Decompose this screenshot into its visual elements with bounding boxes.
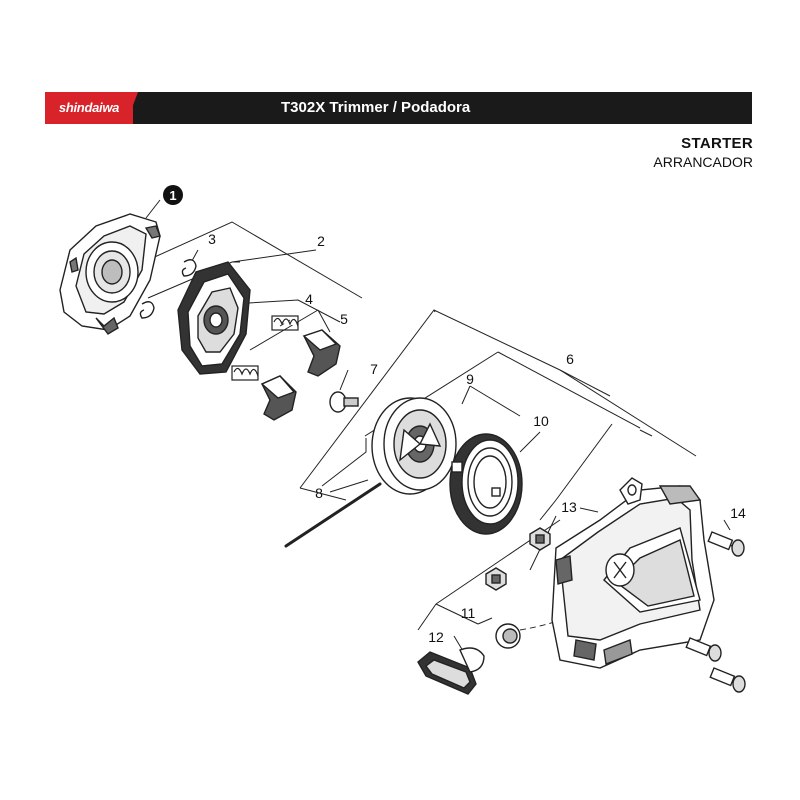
ratchet-spring-part — [231, 315, 299, 381]
callout-10: 10 — [533, 413, 549, 429]
callout-labels: 1 3 2 4 5 7 6 9 10 8 13 14 11 12 — [163, 185, 746, 645]
rope-guide-bushing-part — [495, 623, 521, 649]
callout-1-marker — [163, 185, 183, 205]
callout-2: 2 — [317, 233, 325, 249]
brand-logo: shindaiwa — [45, 92, 133, 124]
recoil-spring-part — [449, 433, 523, 535]
callout-13: 13 — [561, 499, 577, 515]
starter-cover-part — [59, 213, 161, 335]
callout-11: 11 — [461, 605, 476, 621]
callout-6: 6 — [566, 351, 574, 367]
section-title: STARTER — [681, 135, 753, 152]
callout-14: 14 — [730, 505, 746, 521]
starter-rope-part — [284, 482, 382, 548]
center-screw-part — [329, 391, 359, 413]
ratchet-pawl-part — [260, 329, 341, 421]
ratchet-housing-part — [177, 261, 251, 375]
callout-4: 4 — [305, 291, 313, 307]
starter-handle-part — [417, 647, 485, 695]
callout-8: 8 — [315, 485, 323, 501]
title-banner — [45, 92, 752, 124]
callout-1: 1 — [169, 188, 176, 203]
callout-12: 12 — [428, 629, 444, 645]
starter-case-part — [551, 477, 715, 669]
mounting-bolt-part — [685, 531, 746, 693]
section-subtitle: ARRANCADOR — [653, 154, 753, 170]
retaining-clip-part — [139, 259, 197, 319]
callout-5: 5 — [340, 311, 348, 327]
callout-9: 9 — [466, 371, 474, 387]
page-title: T302X Trimmer / Podadora — [281, 99, 471, 116]
callout-7: 7 — [370, 361, 378, 377]
hex-nut-part — [485, 527, 551, 591]
callout-3: 3 — [208, 231, 216, 247]
rope-pulley-part — [371, 397, 457, 495]
